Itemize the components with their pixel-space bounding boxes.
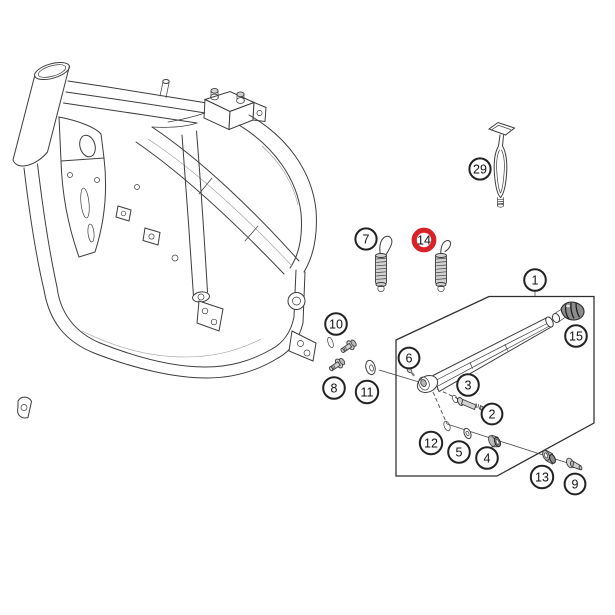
svg-text:12: 12	[424, 436, 438, 450]
svg-text:9: 9	[572, 477, 579, 491]
spring-hook-tool-part-29	[487, 121, 516, 208]
callout-2[interactable]: 2	[480, 402, 504, 426]
svg-text:7: 7	[363, 232, 370, 246]
svg-text:6: 6	[406, 351, 413, 365]
callout-3[interactable]: 3	[456, 373, 480, 397]
callout-14[interactable]: 14	[411, 227, 437, 253]
motorcycle-frame-drawing	[12, 61, 317, 419]
callout-11[interactable]: 11	[354, 379, 380, 405]
callout-29[interactable]: 29	[468, 157, 492, 181]
callout-5[interactable]: 5	[447, 440, 471, 464]
snap-ring-part-12	[443, 420, 451, 432]
callout-13[interactable]: 13	[529, 464, 555, 490]
spring-part-7	[375, 235, 393, 293]
svg-text:15: 15	[569, 329, 583, 343]
detail-box-outline	[395, 295, 595, 477]
washer-part-11	[365, 359, 376, 376]
callout-7[interactable]: 7	[354, 227, 378, 251]
spring-part-14	[435, 240, 451, 293]
flange-bolt-part-9	[566, 457, 583, 471]
svg-text:10: 10	[329, 317, 343, 331]
callout-15[interactable]: 15	[564, 324, 588, 348]
svg-text:13: 13	[535, 470, 549, 484]
retaining-clip-part-10	[327, 336, 334, 349]
svg-text:4: 4	[484, 451, 491, 465]
svg-text:3: 3	[465, 378, 472, 392]
svg-text:11: 11	[361, 385, 374, 399]
svg-text:2: 2	[489, 407, 496, 421]
callout-8[interactable]: 8	[322, 376, 346, 400]
svg-text:1: 1	[532, 273, 539, 287]
side-stand-leg-part	[416, 316, 554, 393]
callout-10[interactable]: 10	[324, 312, 348, 336]
svg-text:29: 29	[473, 162, 487, 176]
callout-4[interactable]: 4	[475, 446, 499, 470]
callout-1[interactable]: 1	[523, 268, 547, 292]
bushing-part-4	[488, 434, 502, 448]
stand-foot-bracket-part-15	[551, 301, 585, 323]
pivot-bolt-parts-3-2	[452, 394, 485, 412]
bushing-nut-part-13	[542, 449, 556, 465]
svg-text:8: 8	[331, 381, 338, 395]
callout-6[interactable]: 6	[397, 346, 421, 370]
callout-9[interactable]: 9	[563, 472, 587, 496]
svg-text:5: 5	[456, 445, 463, 459]
svg-text:14: 14	[417, 233, 431, 247]
washer-part-5	[463, 427, 472, 440]
flange-bolt-part-8	[329, 357, 346, 372]
callout-12[interactable]: 12	[418, 430, 444, 456]
callouts: 7 14 29 1 10 8 11 6 3 2 12	[322, 157, 588, 496]
flange-bolt-part-10	[340, 339, 357, 353]
